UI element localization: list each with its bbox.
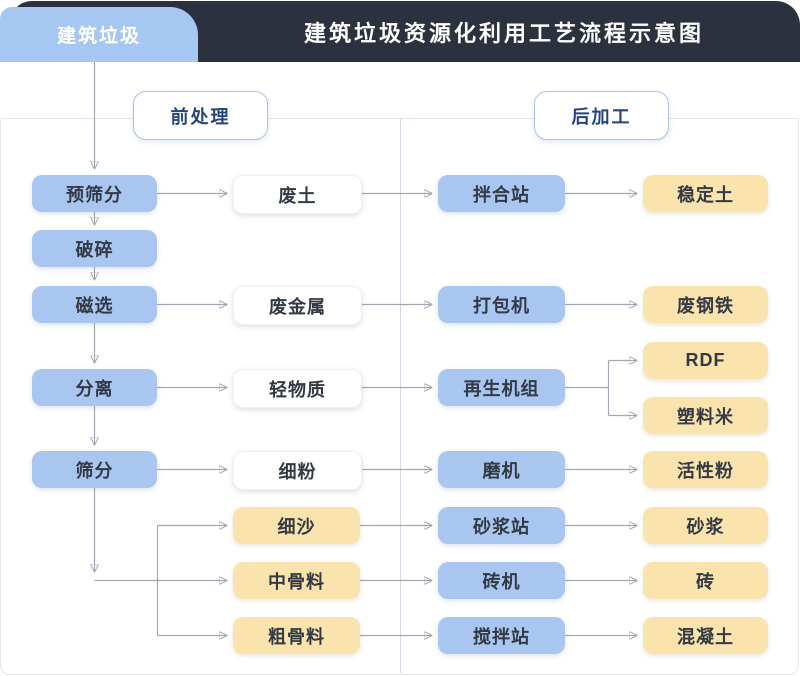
node-regeneration-unit: 再生机组 <box>438 369 565 406</box>
node-pre-screening: 预筛分 <box>32 175 157 212</box>
node-brick: 砖 <box>643 562 768 599</box>
node-rdf: RDF <box>643 342 768 379</box>
node-waste-steel: 废钢铁 <box>643 286 768 323</box>
section-pre-processing: 前处理 <box>133 91 268 140</box>
node-fine-powder: 细粉 <box>233 451 362 490</box>
node-mixing-station: 拌合站 <box>438 175 565 212</box>
section-pre-processing-label: 前处理 <box>170 106 231 127</box>
node-waste-metal: 废金属 <box>233 286 362 325</box>
section-post-processing: 后加工 <box>534 91 669 140</box>
node-medium-aggregate: 中骨料 <box>233 562 360 599</box>
node-waste-soil: 废土 <box>233 175 362 214</box>
node-mortar-station: 砂浆站 <box>438 507 565 544</box>
node-baler: 打包机 <box>438 286 565 323</box>
node-stirring-station: 搅拌站 <box>438 617 565 654</box>
node-plastic-pellets: 塑料米 <box>643 397 768 434</box>
section-post-processing-label: 后加工 <box>571 106 632 127</box>
source-tab: 建筑垃圾 <box>0 7 198 62</box>
node-separation: 分离 <box>32 369 157 406</box>
panel-divider <box>400 119 401 673</box>
node-magnetic-separation: 磁选 <box>32 286 157 323</box>
source-tab-label: 建筑垃圾 <box>56 26 141 47</box>
node-stabilized-soil: 稳定土 <box>643 175 768 212</box>
node-screening: 筛分 <box>32 451 157 488</box>
node-coarse-aggregate: 粗骨料 <box>233 617 360 654</box>
node-light-material: 轻物质 <box>233 369 362 408</box>
node-concrete: 混凝土 <box>643 617 768 654</box>
node-crushing: 破碎 <box>32 230 157 267</box>
node-mortar: 砂浆 <box>643 507 768 544</box>
node-fine-sand: 细沙 <box>233 507 360 544</box>
page-title: 建筑垃圾资源化利用工艺流程示意图 <box>303 20 704 46</box>
node-active-powder: 活性粉 <box>643 451 768 488</box>
node-mill: 磨机 <box>438 451 565 488</box>
node-brick-machine: 砖机 <box>438 562 565 599</box>
